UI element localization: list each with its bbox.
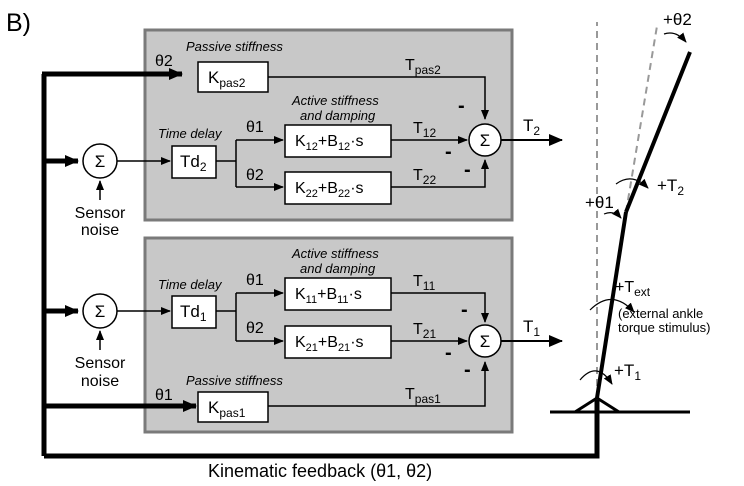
lower-passive-output: Tpas1 [405,386,441,406]
lower-out-a-label: T11 [413,273,436,293]
text-torque-label: +Text [615,279,651,299]
upper-minus-top: - [458,95,465,117]
sensor-noise-upper-2: noise [81,222,119,239]
lower-block-k21-label: K21+B21·s [295,334,364,354]
lower-active-label-2: and damping [300,261,376,276]
lower-block-k21 [284,325,392,359]
upper-passive-input: θ2 [155,53,173,70]
upper-delay-label: Time delay [158,126,223,141]
text-torque-arc [589,298,635,313]
panel-label: B) [6,9,31,37]
upper-sum-output-label: T2 [523,116,540,138]
upper-block-k22 [284,171,392,205]
theta2-angle-label: +θ2 [663,10,692,29]
upper-minus-left: - [445,141,452,163]
t2-torque-label: +T2 [657,176,684,198]
upper-block-k22-label: K22+B22·s [295,180,364,200]
sensor-noise-lower-2: noise [81,373,119,390]
t2-torque-arc [615,178,649,189]
upper-passive-output: Tpas2 [405,57,441,77]
stimulus-label-2: torque stimulus) [618,320,710,335]
lower-output-sum-symbol: Σ [480,332,491,351]
lower-minus-left: - [445,342,452,364]
upper-input-sum-symbol: Σ [95,152,106,171]
pendulum-figure [550,22,692,414]
lower-delay-label: Time delay [158,277,223,292]
upper-active-label-2: and damping [300,108,376,123]
lower-input-sum-symbol: Σ [95,302,106,321]
upper-active-label-1: Active stiffness [291,93,379,108]
feedback-label: Kinematic feedback (θ1, θ2) [208,461,432,481]
lower-sum-output-label: T1 [523,317,540,339]
vertical-reference-upper [625,25,658,213]
stimulus-label-1: (external ankle [618,306,703,321]
lower-delay-block-label: Td1 [180,302,207,324]
lower-segment-leg [595,211,628,399]
upper-block-k12 [284,124,392,158]
lower-passive-block [197,391,269,423]
theta1-angle-arc [603,208,622,219]
upper-passive-label: Passive stiffness [186,39,283,54]
theta2-angle-arc [663,32,687,43]
upper-delay-block [171,145,217,179]
sensor-noise-upper-1: Sensor [75,205,126,222]
lower-out-b-label: T21 [413,321,436,341]
lower-active-label-1: Active stiffness [291,246,379,261]
upper-branch-a-label: θ1 [246,119,264,136]
upper-segment-trunk [624,51,692,213]
upper-branch-b-label: θ2 [246,167,264,184]
sensor-noise-lower-1: Sensor [75,355,126,372]
lower-passive-input: θ1 [155,387,173,404]
lower-block-k11 [284,277,392,311]
upper-output-sum-symbol: Σ [480,131,491,150]
lower-branch-a-label: θ1 [246,272,264,289]
t1-torque-label: +T1 [614,361,641,383]
lower-block-k11-label: K11+B11·s [295,286,362,306]
upper-out-a-label: T12 [413,120,436,140]
upper-delay-block-label: Td2 [180,152,207,174]
upper-out-b-label: T22 [413,167,436,187]
lower-minus-bottom: - [464,359,471,381]
foot [574,396,620,414]
lower-passive-label: Passive stiffness [186,373,283,388]
lower-minus-top: - [461,299,468,321]
lower-passive-block-label: Kpas1 [208,398,246,420]
upper-passive-block-label: Kpas2 [208,68,246,90]
feedback-trunk [41,68,600,459]
t1-torque-arc [579,370,613,385]
theta1-angle-label: +θ1 [585,193,614,212]
lower-branch-b-label: θ2 [246,320,264,337]
lower-delay-block [171,295,217,329]
upper-block-k12-label: K12+B12·s [295,133,364,153]
upper-minus-bottom: - [464,159,471,181]
